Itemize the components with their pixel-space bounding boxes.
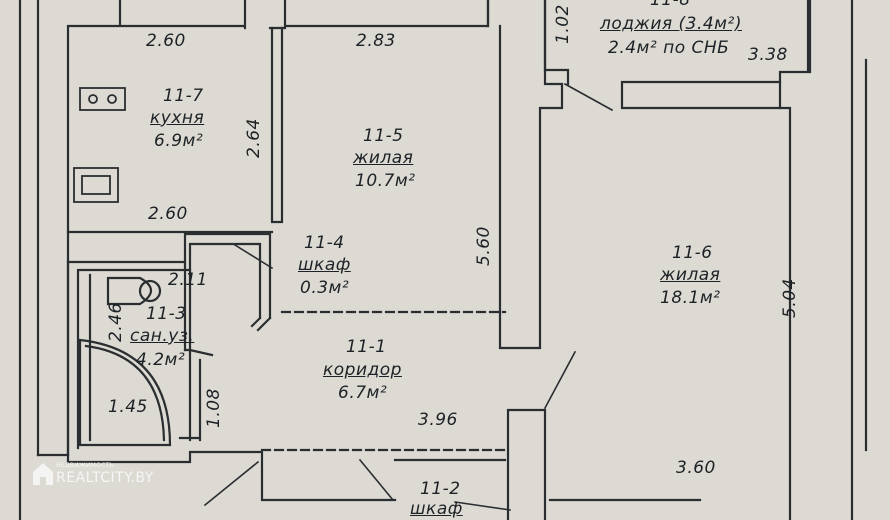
watermark-brand-text: REALTCITY.BY	[56, 470, 154, 486]
bathroom-walls	[66, 260, 214, 457]
room-area-corridor: 6.7м²	[338, 383, 388, 403]
room-name-wardrobe-2: шкаф	[410, 499, 463, 519]
room-name-corridor: коридор	[323, 360, 402, 380]
room-id-11-8: 11-8	[650, 0, 691, 10]
room-id-11-4: 11-4	[304, 233, 345, 253]
room-id-11-7: 11-7	[163, 86, 204, 106]
room-name-wardrobe-4: шкаф	[298, 255, 351, 275]
dimension-label: 3.38	[748, 45, 788, 65]
sink-icon	[73, 167, 119, 203]
outer-wall-left	[18, 0, 40, 520]
room-area-wardrobe-4: 0.3м²	[300, 278, 350, 298]
room-area-kitchen: 6.9м²	[154, 131, 204, 151]
dimension-label: 1.08	[204, 388, 224, 428]
watermark-small-text: НЕДВИЖИМОСТЬ	[56, 462, 115, 469]
kitchen-partition	[270, 26, 284, 224]
door-swing-lines	[203, 82, 614, 511]
dimension-label: 3.60	[676, 458, 716, 478]
room-area-living-6: 18.1м²	[660, 288, 721, 308]
room-id-11-6: 11-6	[672, 243, 713, 263]
stove-icon	[79, 87, 126, 111]
room-name-bathroom: сан.уз.	[130, 326, 195, 346]
loggia-window	[543, 0, 782, 110]
dimension-label: 1.02	[553, 4, 573, 44]
room-area-bathroom: 4.2м²	[136, 350, 186, 370]
dimension-label: 1.45	[108, 397, 148, 417]
room-id-11-2: 11-2	[420, 479, 461, 499]
room-name-loggia: лоджия (3.4м²)	[600, 14, 742, 34]
shower	[78, 338, 172, 447]
sink-basin-icon	[81, 175, 111, 195]
room-area-loggia: 2.4м² по СНБ	[608, 38, 730, 58]
center-wall	[486, 0, 564, 350]
room-id-11-3: 11-3	[146, 304, 187, 324]
wardrobe-walls	[183, 232, 272, 352]
room-name-kitchen: кухня	[150, 108, 205, 128]
right-wall	[778, 0, 868, 520]
room-name-living-6: жилая	[660, 265, 721, 285]
dimension-label: 2.60	[146, 31, 186, 51]
dimension-label: 2.46	[106, 302, 126, 342]
room-id-11-5: 11-5	[363, 126, 404, 146]
dimension-label: 5.60	[474, 226, 494, 266]
dimension-label: 2.60	[148, 204, 188, 224]
top-wall	[66, 0, 490, 464]
burner-icon	[88, 94, 98, 104]
toilet-bowl	[138, 279, 162, 303]
room-area-living-5: 10.7м²	[355, 171, 416, 191]
room-name-living-5: жилая	[353, 148, 414, 168]
dimension-label: 2.11	[168, 270, 208, 290]
dimension-label: 2.83	[356, 31, 396, 51]
dimension-label: 5.04	[780, 278, 800, 318]
dimension-label: 3.96	[418, 410, 458, 430]
room-id-11-1: 11-1	[346, 337, 387, 357]
bottom-wall	[36, 408, 702, 520]
kitchen-bottom-wall	[66, 230, 274, 264]
burner-icon	[107, 94, 117, 104]
dimension-label: 2.64	[244, 118, 264, 158]
toilet	[106, 276, 153, 306]
house-logo-icon	[33, 463, 53, 485]
